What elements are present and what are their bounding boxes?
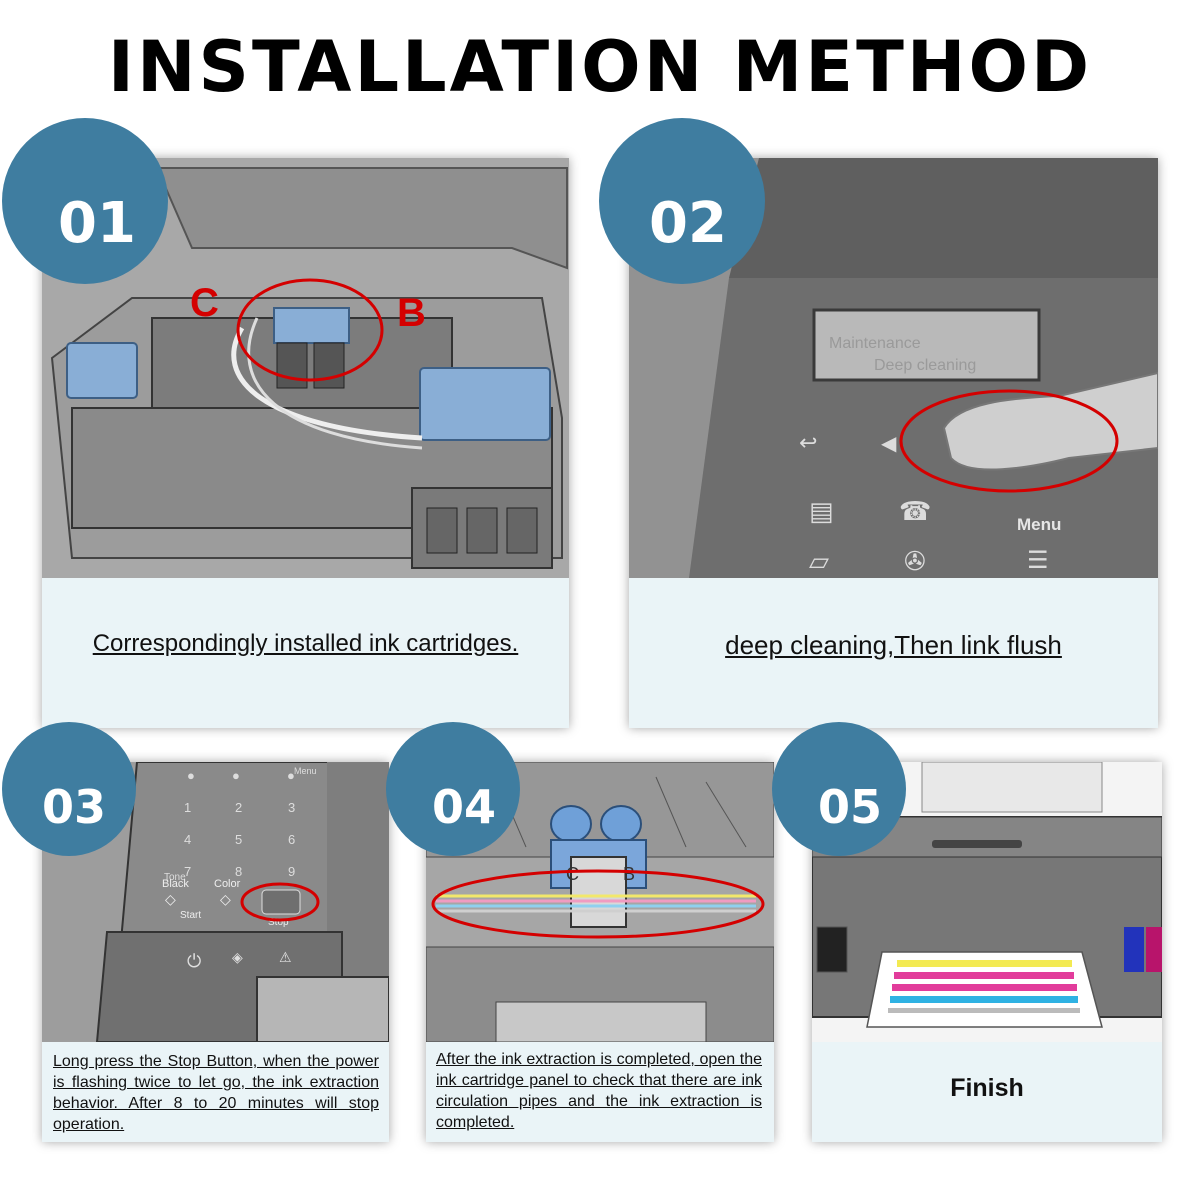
tools-icon: ✇ — [904, 547, 926, 577]
step-card-01: C B Correspondingly installed ink cartri… — [42, 158, 569, 728]
step-05-badge: 05 — [772, 722, 906, 856]
svg-text:9: 9 — [288, 864, 295, 879]
svg-text:2: 2 — [235, 800, 242, 815]
step-card-02: Maintenance Deep cleaning ↩ ◀ ▤ ☎ ▱ ✇ Me… — [629, 158, 1158, 728]
left-arrow-icon: ◀ — [881, 431, 897, 455]
menu-label: Menu — [1017, 515, 1061, 534]
back-icon: ↩ — [799, 431, 817, 456]
step-01-caption: Correspondingly installed ink cartridges… — [92, 630, 519, 657]
svg-text:6: 6 — [288, 832, 295, 847]
step-02-badge: 02 — [599, 118, 765, 284]
copy-icon: ▤ — [809, 497, 834, 527]
step-02-caption: deep cleaning,Then link flush — [725, 630, 1062, 660]
step-04-photo: C B — [426, 762, 774, 1042]
menu-icon: ☰ — [1027, 546, 1049, 574]
step-03-caption: Long press the Stop Button, when the pow… — [53, 1053, 379, 1133]
svg-text:●: ● — [232, 768, 240, 783]
svg-text:●: ● — [287, 768, 295, 783]
key-black-label: Black — [162, 878, 189, 890]
label-b-04: B — [623, 864, 635, 884]
step-04-caption: After the ink extraction is completed, o… — [436, 1051, 762, 1131]
step-05-caption: Finish — [950, 1074, 1024, 1102]
step-04-badge: 04 — [386, 722, 520, 856]
svg-text:5: 5 — [235, 832, 242, 847]
fax-icon: ☎ — [899, 497, 931, 527]
ink-pipe-inspection-illustration: C B — [426, 762, 774, 1042]
svg-text:1: 1 — [184, 800, 191, 815]
power-icon: ⏻ — [187, 951, 201, 972]
svg-text:4: 4 — [184, 832, 191, 847]
svg-text:8: 8 — [235, 864, 242, 879]
key-stop-label: Stop — [268, 917, 289, 928]
key-color-label: Color — [214, 878, 241, 890]
svg-text:3: 3 — [288, 800, 295, 815]
wifi-icon: ◈ — [232, 950, 243, 966]
step-03-badge: 03 — [2, 722, 136, 856]
screen-line2: Deep cleaning — [874, 357, 976, 374]
key-start-label: Start — [180, 910, 201, 921]
black-start-icon: ◇ — [165, 892, 176, 908]
label-c: C — [190, 281, 219, 325]
svg-text:7: 7 — [184, 864, 191, 879]
color-start-icon: ◇ — [220, 892, 231, 908]
key-tone-label: Tone — [164, 872, 186, 883]
page-title: INSTALLATION METHOD — [107, 26, 1093, 108]
key-menu-label: Menu — [294, 766, 317, 776]
label-b: B — [397, 291, 426, 335]
screen-line1: Maintenance — [829, 335, 921, 352]
step-card-04: C B After the ink extraction is complete… — [426, 762, 774, 1142]
scan-icon: ▱ — [809, 547, 829, 577]
label-c-04: C — [566, 864, 579, 884]
step-01-photo: C B — [42, 158, 569, 578]
warning-icon: ⚠ — [279, 950, 292, 966]
step-01-badge: 01 — [2, 118, 168, 284]
svg-text:●: ● — [187, 768, 195, 783]
